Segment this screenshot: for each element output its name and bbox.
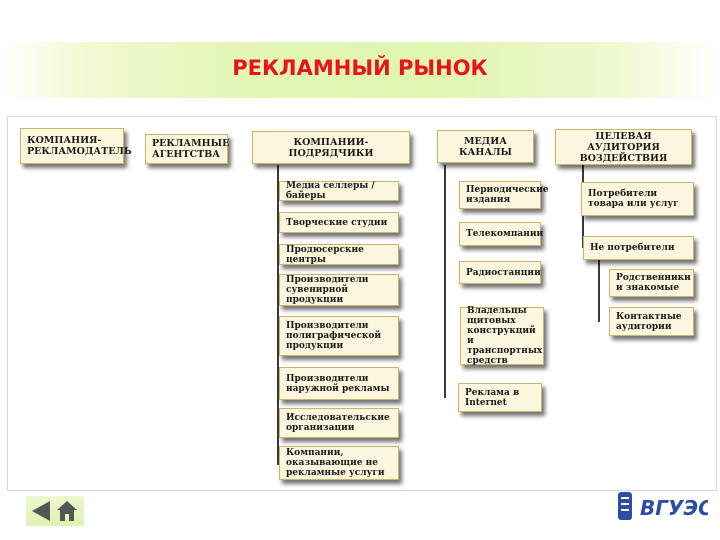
back-button[interactable]	[30, 499, 52, 523]
media-label: Телекомпании	[466, 229, 544, 239]
contractor-item: Творческие студии	[279, 212, 399, 233]
audience-sub-item: Родственники и знакомые	[609, 269, 694, 297]
media-item: Телекомпании	[459, 222, 544, 246]
node-advertiser: КОМПАНИЯ- РЕКЛАМОДАТЕЛЬ	[20, 128, 132, 164]
media-label: Периодические издания	[466, 185, 549, 205]
audience-label: Родственники и знакомые	[616, 273, 691, 293]
audience-label: Контактные аудитории	[616, 311, 682, 332]
node-contractors: КОМПАНИИ-ПОДРЯДЧИКИ	[252, 131, 410, 164]
contractor-label: Компании, оказывающие не рекламные услуг…	[286, 448, 385, 478]
media-label: Реклама в Internet	[465, 387, 520, 408]
audience-label: Потребители товара или услуг	[588, 189, 679, 209]
node-contractors-label: КОМПАНИИ-ПОДРЯДЧИКИ	[288, 136, 374, 159]
contractor-item: Производители полиграфической продукции	[279, 316, 399, 356]
node-media-label: МЕДИА КАНАЛЫ	[459, 135, 512, 158]
contractor-item: Производители наружной рекламы	[279, 367, 399, 400]
connector-line	[444, 165, 446, 398]
audience-consumers: Потребители товара или услуг	[581, 182, 694, 216]
university-logo: ВГУЭС	[614, 490, 713, 524]
home-button[interactable]	[56, 499, 78, 523]
contractor-item: Компании, оказывающие не рекламные услуг…	[279, 446, 399, 480]
media-item: Радиостанции	[459, 261, 541, 284]
node-media: МЕДИА КАНАЛЫ	[437, 130, 534, 163]
arrow-left-icon	[32, 501, 50, 521]
media-label: Радиостанции	[466, 267, 541, 278]
node-audience-label: ЦЕЛЕВАЯ АУДИТОРИЯ ВОЗДЕЙСТВИЯ	[579, 130, 668, 164]
contractor-item: Медиа селлеры / байеры	[279, 181, 399, 201]
media-label: Владельцы щитовых конструкций и транспор…	[467, 306, 543, 366]
contractor-label: Производители полиграфической продукции	[286, 321, 382, 351]
node-audience: ЦЕЛЕВАЯ АУДИТОРИЯ ВОЗДЕЙСТВИЯ	[555, 129, 692, 165]
media-item: Реклама в Internet	[458, 383, 542, 412]
contractor-item: Продюсерские центры	[279, 244, 399, 265]
connector-line	[277, 165, 279, 465]
home-icon	[57, 501, 77, 521]
audience-sub-item: Контактные аудитории	[609, 307, 694, 336]
audience-label: Не потребители	[590, 243, 675, 253]
logo-emblem-icon: ВГУЭС	[618, 492, 713, 520]
page-title: РЕКЛАМНЫЙ РЫНОК	[232, 56, 488, 80]
node-agencies: РЕКЛАМНЫЕ АГЕНТСТВА	[145, 134, 230, 164]
media-item: Владельцы щитовых конструкций и транспор…	[460, 306, 544, 366]
connector-line	[598, 248, 600, 322]
media-item: Периодические издания	[459, 181, 549, 209]
audience-non-consumers: Не потребители	[583, 236, 694, 260]
title-banner	[0, 42, 720, 98]
contractor-label: Исследовательские организации	[286, 413, 390, 433]
contractor-item: Исследовательские организации	[279, 408, 399, 438]
contractor-label: Медиа селлеры / байеры	[286, 181, 375, 201]
node-agencies-label: РЕКЛАМНЫЕ АГЕНТСТВА	[152, 138, 230, 160]
contractor-label: Производители сувенирной продукции	[286, 275, 369, 305]
node-advertiser-label: КОМПАНИЯ- РЕКЛАМОДАТЕЛЬ	[27, 135, 132, 157]
logo-text: ВГУЭС	[640, 496, 708, 520]
contractor-label: Продюсерские центры	[286, 244, 364, 265]
contractor-item: Производители сувенирной продукции	[279, 274, 399, 306]
contractor-label: Творческие студии	[286, 217, 388, 228]
contractor-label: Производители наружной рекламы	[286, 373, 390, 394]
